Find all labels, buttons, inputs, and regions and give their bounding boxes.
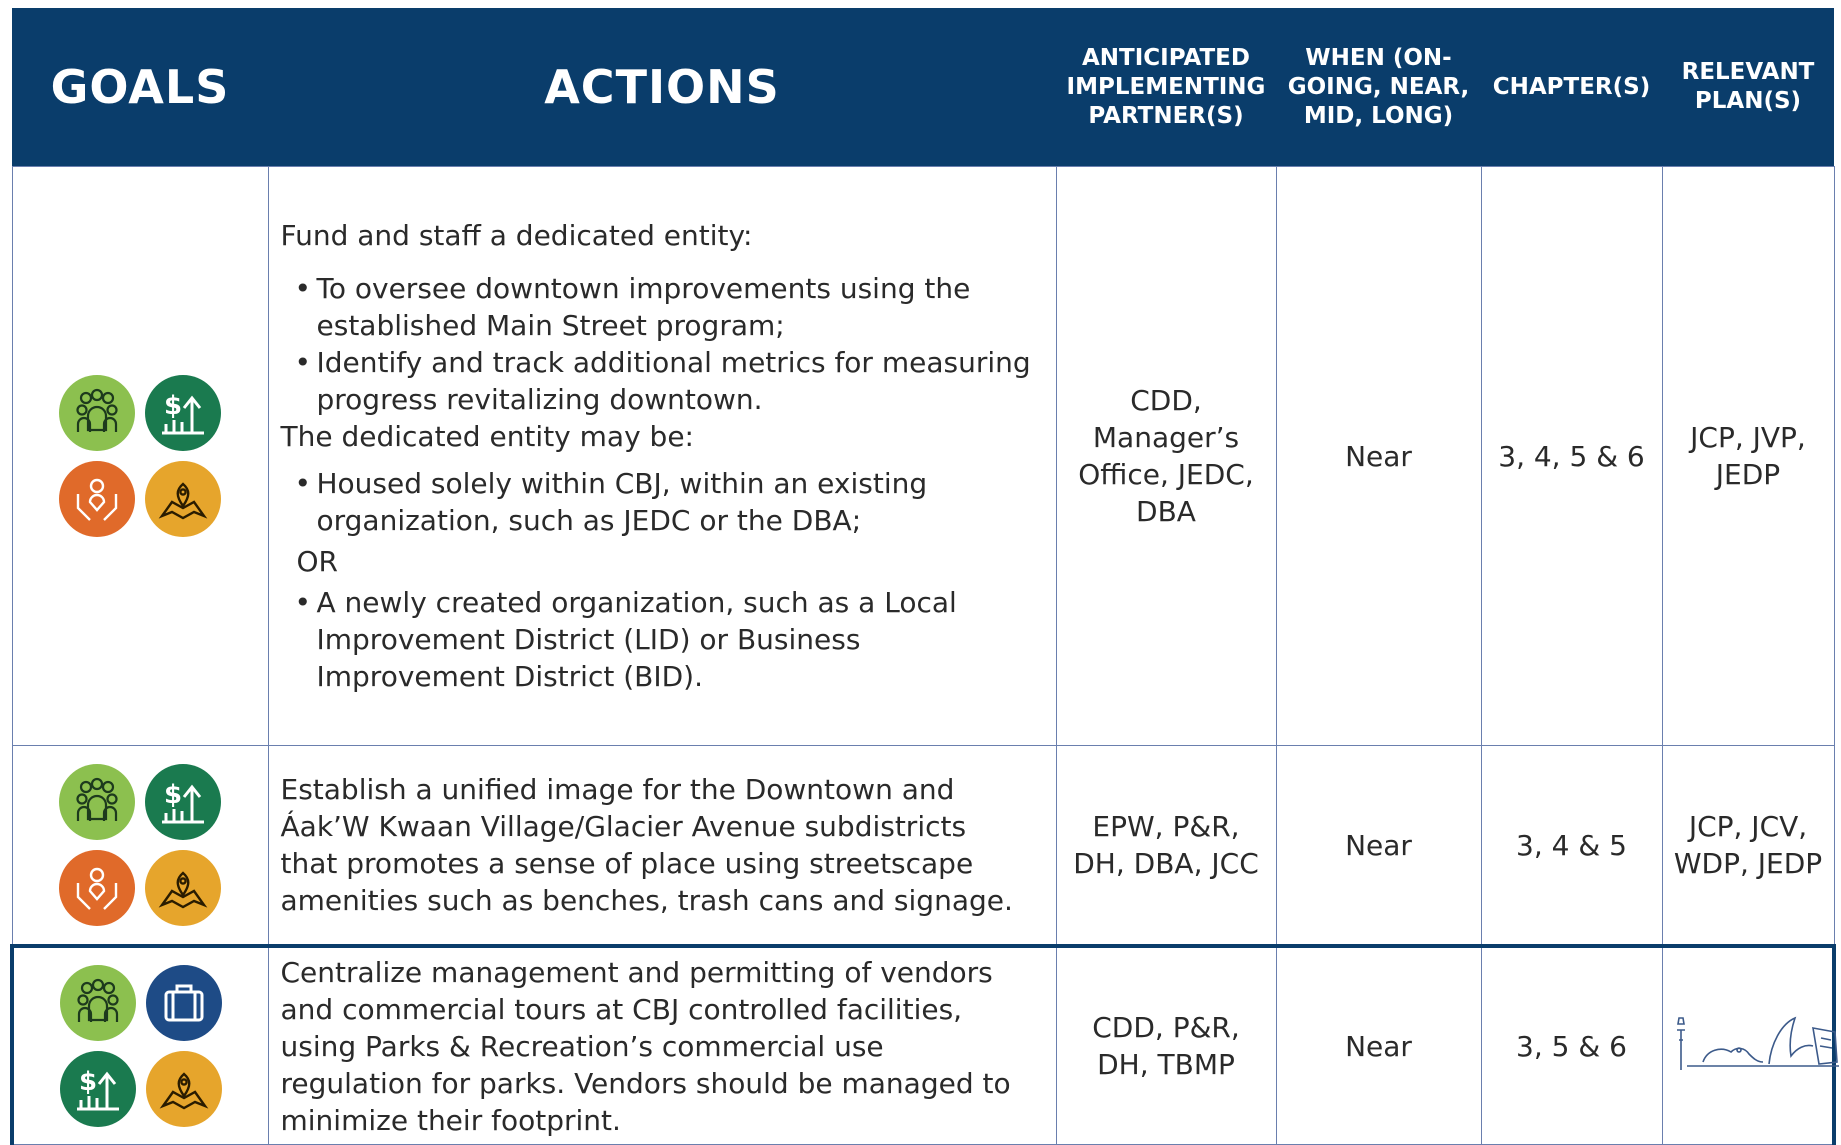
action-cell: Centralize management and permitting of … xyxy=(268,946,1056,1145)
header-goals: GOALS xyxy=(12,8,268,167)
header-row: GOALS ACTIONS ANTICIPATED IMPLEMENTING P… xyxy=(12,8,1834,167)
action-cell: Fund and staff a dedicated entity: To ov… xyxy=(268,167,1056,746)
map-icon xyxy=(145,461,221,537)
economy-icon: $ xyxy=(60,1051,136,1127)
economy-icon: $ xyxy=(145,375,221,451)
care-icon xyxy=(59,850,135,926)
map-icon xyxy=(146,1051,222,1127)
table-row: $ xyxy=(12,167,1834,746)
briefcase-icon xyxy=(146,965,222,1041)
plans-cell xyxy=(1662,946,1834,1145)
goals-actions-table-page: GOALS ACTIONS ANTICIPATED IMPLEMENTING P… xyxy=(10,8,1832,1140)
partners-cell: CDD, Manager’s Office, JEDC, DBA xyxy=(1056,167,1276,746)
action-bullets: A newly created organization, such as a … xyxy=(281,584,1032,695)
chapters-cell: 3, 5 & 6 xyxy=(1481,946,1662,1145)
partners-cell: CDD, P&R, DH, TBMP xyxy=(1056,946,1276,1145)
header-plans: RELEVANT PLAN(S) xyxy=(1662,8,1834,167)
header-actions: ACTIONS xyxy=(268,8,1056,167)
action-cell: Establish a unified image for the Downto… xyxy=(268,746,1056,947)
header-chapters: CHAPTER(S) xyxy=(1481,8,1662,167)
list-item: Identify and track additional metrics fo… xyxy=(317,344,1032,418)
community-icon xyxy=(60,965,136,1041)
goals-actions-table: GOALS ACTIONS ANTICIPATED IMPLEMENTING P… xyxy=(10,8,1836,1145)
plans-cell: JCP, JCV, WDP, JEDP xyxy=(1662,746,1834,947)
table-row: $ Centralize management and per xyxy=(12,946,1834,1145)
goals-cell: $ xyxy=(12,746,268,947)
community-icon xyxy=(59,375,135,451)
when-cell: Near xyxy=(1276,946,1481,1145)
chapters-cell: 3, 4, 5 & 6 xyxy=(1481,167,1662,746)
svg-text:$: $ xyxy=(164,391,182,421)
map-icon xyxy=(145,850,221,926)
economy-icon: $ xyxy=(145,764,221,840)
svg-text:$: $ xyxy=(164,780,182,810)
action-bullets: Housed solely within CBJ, within an exis… xyxy=(281,465,1032,539)
community-icon xyxy=(59,764,135,840)
list-item: A newly created organization, such as a … xyxy=(317,584,1032,695)
action-bullets: To oversee downtown improvements using t… xyxy=(281,270,1032,418)
header-when: WHEN (ON-GOING, NEAR, MID, LONG) xyxy=(1276,8,1481,167)
svg-text:$: $ xyxy=(79,1067,97,1097)
table-row: $ xyxy=(12,746,1834,947)
action-intro: Fund and staff a dedicated entity: xyxy=(281,217,1032,254)
care-icon xyxy=(59,461,135,537)
plans-cell: JCP, JVP, JEDP xyxy=(1662,167,1834,746)
goals-cell: $ xyxy=(12,946,268,1145)
goals-cell: $ xyxy=(12,167,268,746)
waterfront-illustration-icon xyxy=(1673,1010,1841,1074)
list-item: Housed solely within CBJ, within an exis… xyxy=(317,465,1032,539)
action-or: OR xyxy=(297,543,1032,580)
list-item: To oversee downtown improvements using t… xyxy=(317,270,1032,344)
action-subintro: The dedicated entity may be: xyxy=(281,418,1032,455)
chapters-cell: 3, 4 & 5 xyxy=(1481,746,1662,947)
when-cell: Near xyxy=(1276,746,1481,947)
when-cell: Near xyxy=(1276,167,1481,746)
header-partners: ANTICIPATED IMPLEMENTING PARTNER(S) xyxy=(1056,8,1276,167)
partners-cell: EPW, P&R, DH, DBA, JCC xyxy=(1056,746,1276,947)
